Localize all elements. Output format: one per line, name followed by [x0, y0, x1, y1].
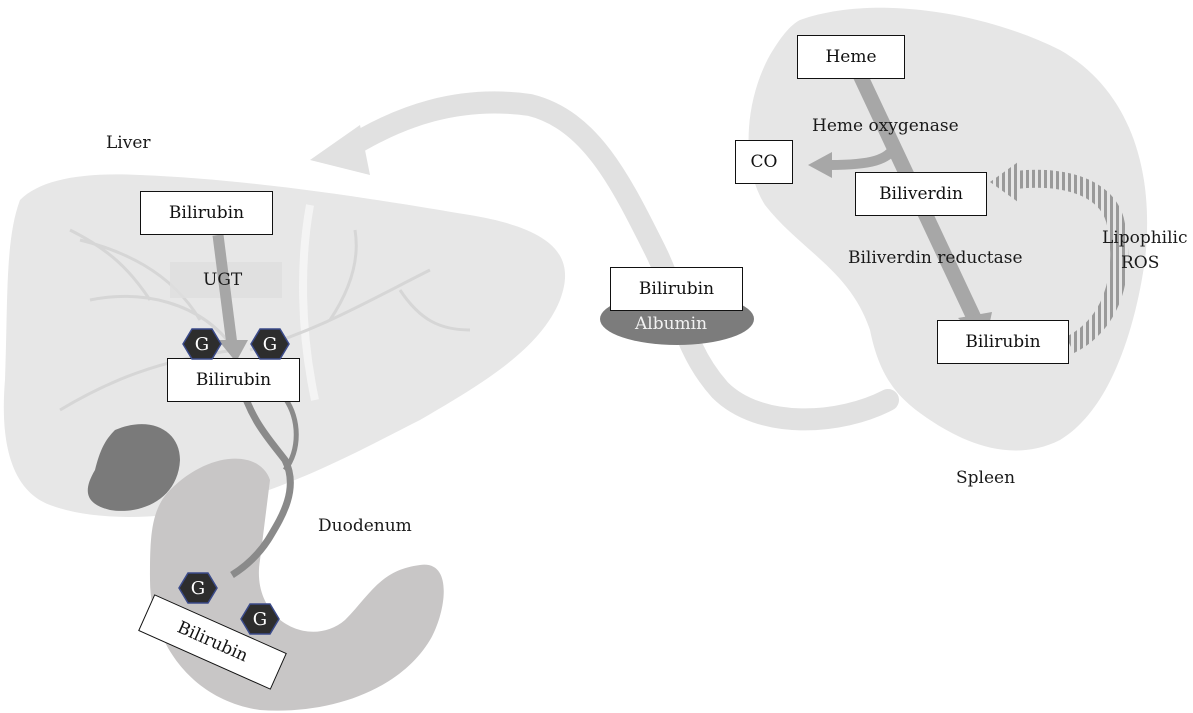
lipophilic-label: Lipophilic: [1102, 228, 1188, 248]
glucuronide-badge: G: [240, 603, 280, 635]
bilirubin-spleen-box: Bilirubin: [937, 320, 1069, 364]
glucuronide-badge: G: [182, 328, 222, 360]
glucuronide-label: G: [190, 577, 206, 599]
glucuronide-label: G: [262, 333, 278, 355]
co-box: CO: [735, 140, 793, 184]
ros-cycle-arrow: [1014, 169, 1129, 354]
liver-lobe-divider: [299, 204, 319, 401]
bile-duct-branch: [282, 396, 299, 472]
duodenum-label: Duodenum: [318, 516, 412, 536]
ros-cycle-arrowhead: [990, 162, 1018, 202]
hexagon-icon: [250, 328, 290, 360]
hexagon-icon: [178, 572, 218, 604]
transport-arrow: [334, 91, 899, 431]
biliverdin-reductase-label: Biliverdin reductase: [848, 248, 1023, 268]
to-co-arrowhead: [808, 152, 832, 178]
heme-oxygenase-label: Heme oxygenase: [812, 116, 959, 136]
glucuronide-badge: G: [250, 328, 290, 360]
ugt-arrowhead: [218, 340, 248, 362]
hexagon-icon: [240, 603, 280, 635]
bilirubin-albumin-box: Bilirubin: [610, 267, 743, 311]
bilirubin-conjugated-box: Bilirubin: [167, 358, 300, 402]
glucuronide-badge: G: [178, 572, 218, 604]
liver-label: Liver: [106, 133, 151, 153]
bilirubin-liver-box: Bilirubin: [140, 191, 273, 235]
ros-label: ROS: [1121, 253, 1160, 273]
glucuronide-label: G: [252, 608, 268, 630]
spleen-label: Spleen: [956, 468, 1016, 488]
ugt-label: UGT: [203, 270, 243, 290]
albumin-label: Albumin: [635, 314, 708, 334]
biliverdin-box: Biliverdin: [855, 172, 987, 216]
to-co-arrow: [829, 142, 900, 170]
ugt-arrow: [212, 234, 238, 346]
bile-duct: [230, 379, 294, 578]
gallbladder-shape: [87, 424, 180, 511]
liver-vessels: [59, 228, 471, 412]
heme-box: Heme: [797, 35, 905, 79]
hexagon-icon: [182, 328, 222, 360]
transport-arrowhead: [310, 125, 370, 175]
glucuronide-label: G: [194, 333, 210, 355]
